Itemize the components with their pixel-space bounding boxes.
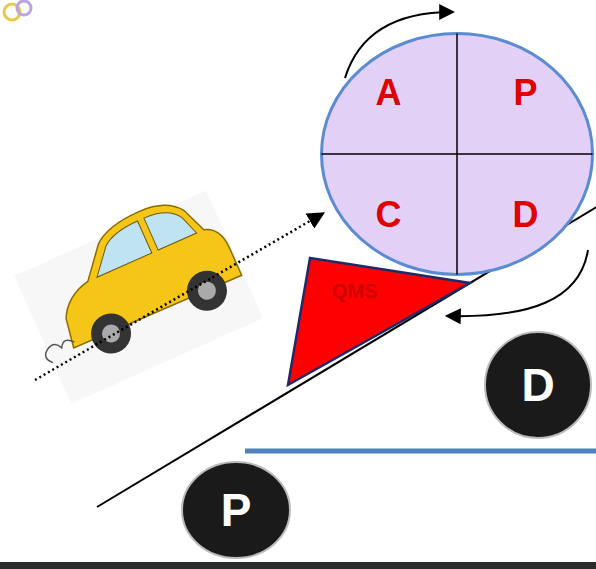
phase-letter: C [376, 194, 402, 236]
ground-line [245, 449, 596, 454]
dotted-arrow [35, 214, 322, 380]
phase-circle: D [483, 330, 593, 440]
bottom-band [0, 562, 596, 569]
phase-circle: P [180, 460, 292, 560]
phase-letter: D [521, 358, 554, 412]
phase-letter: P [221, 483, 252, 537]
phase-letter: P [513, 72, 537, 114]
wedge-label: QMS [332, 280, 378, 303]
car-illustration [7, 183, 263, 405]
pdca-wheel-outline [320, 32, 594, 276]
logo-rings [4, 1, 31, 20]
pdca-wheel: A P C D [320, 32, 594, 276]
phase-letter: A [376, 72, 402, 114]
qms-wedge: QMS [288, 258, 470, 385]
qms-wedge-outline [288, 258, 470, 385]
phase-letter: D [513, 194, 539, 236]
